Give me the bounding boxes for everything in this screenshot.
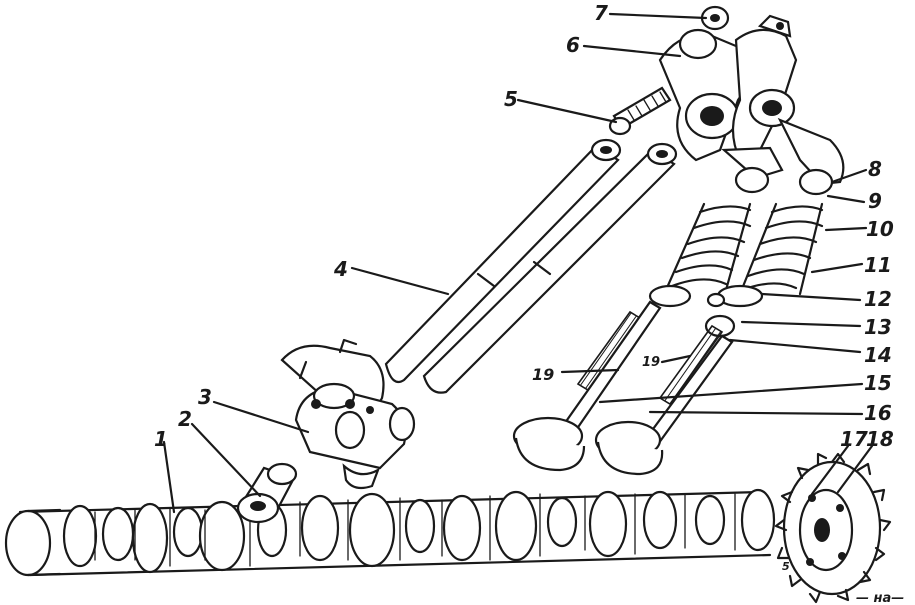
leader-lines [162,12,874,514]
svg-text:5: 5 [782,560,790,573]
label-18: 18 [866,427,894,451]
label-19-right: 19 [642,355,660,370]
label-11: 11 [864,253,892,277]
label-17: 17 [840,427,868,451]
valve-spring-caps [734,166,834,196]
label-5: 5 [504,87,518,111]
label-6: 6 [566,33,580,57]
spring-retainers [648,284,764,338]
label-8: 8 [868,157,882,181]
label-7: 7 [594,1,608,25]
rocker-arms [658,5,845,186]
valve-springs [664,202,824,296]
part-labels: 1 2 3 4 5 6 7 8 9 10 11 12 13 14 15 16 1… [154,1,894,451]
push-rods [384,138,678,394]
label-10: 10 [866,217,894,241]
camshaft [4,488,776,577]
label-12: 12 [864,287,892,311]
footer-text: — на— [856,591,904,605]
label-3: 3 [198,385,212,409]
adjusting-screw [608,86,672,136]
camshaft-end-journal [4,509,52,577]
tappet [236,462,298,524]
label-2: 2 [178,407,192,431]
label-16: 16 [864,401,892,425]
timing-gear: 5 [774,452,892,604]
label-14: 14 [864,343,892,367]
label-13: 13 [864,315,892,339]
label-15: 15 [864,371,892,395]
tappet-guide [280,338,416,490]
label-9: 9 [868,189,882,213]
label-1: 1 [154,427,168,451]
label-19-left: 19 [532,365,554,384]
cam-lobes [62,488,776,574]
label-4: 4 [333,257,348,281]
